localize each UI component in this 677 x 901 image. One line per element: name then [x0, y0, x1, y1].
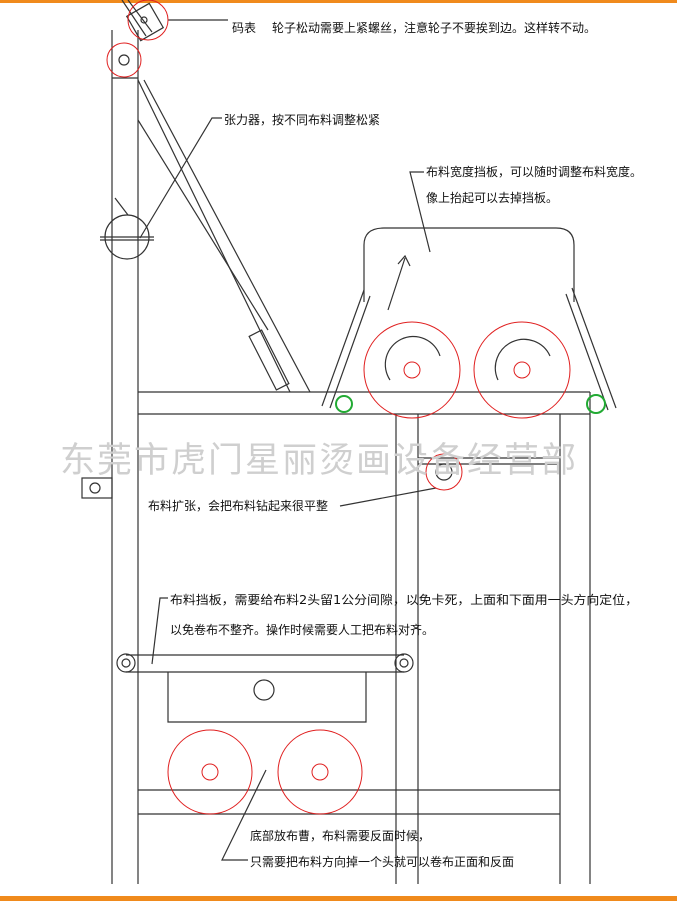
width-guide-arm-left-2 — [329, 295, 371, 409]
tray-roller-right-inner — [399, 658, 409, 668]
width-guide-arm-left — [321, 289, 365, 407]
watermark: 东莞市虎门星丽烫画设备经营部 — [60, 441, 578, 481]
width-guide-plate — [363, 227, 575, 302]
note-spreader: 布料扩张，会把布料钻起来很平整 — [148, 498, 328, 513]
note-baffle-2: 以免卷布不整齐。操作时候需要人工把布料对齐。 — [170, 622, 434, 637]
note-counter: 码表 — [232, 21, 256, 35]
leader-width-guide — [409, 171, 431, 253]
leader-tensioner — [139, 117, 222, 239]
highlight-roller-upper-left-center — [403, 361, 421, 379]
highlight-spreader — [425, 453, 463, 491]
note-bottom-2: 只需要把布料方向掉一个头就可以卷布正面和反面 — [250, 854, 514, 869]
top-accent-bar — [0, 0, 677, 3]
leader-bottom — [221, 769, 267, 861]
tray-roller-left-inner — [121, 658, 131, 668]
note-baffle-1: 布料挡板，需要给布料2头留1公分间隙，以免卡死，上面和下面用一头方向定位， — [170, 592, 638, 607]
idler-ring-left — [335, 395, 353, 413]
upper-roller-arc-left — [384, 335, 441, 381]
note-width-guide-1: 布料宽度挡板，可以随时调整布料宽度。 — [426, 164, 642, 179]
note-tensioner: 张力器，按不同布料调整松紧 — [224, 112, 380, 127]
highlight-roller-bottom-right — [277, 729, 363, 815]
bottom-accent-bar — [0, 896, 677, 901]
brace-cylinder — [248, 329, 290, 391]
tray-box — [167, 672, 367, 723]
side-bracket-hole — [89, 482, 101, 494]
note-counter-detail: 轮子松动需要上紧螺丝，注意轮子不要挨到边。这样转不动。 — [272, 20, 596, 35]
note-width-guide-2: 像上抬起可以去掉挡板。 — [426, 191, 558, 205]
counter-box — [125, 2, 165, 42]
width-guide-arm-right — [571, 287, 617, 409]
counter-arm-2 — [127, 0, 153, 33]
diagonal-brace-2 — [143, 79, 311, 393]
counter-knob — [140, 16, 148, 24]
side-bracket — [81, 477, 113, 499]
lift-arrow-shaft — [387, 257, 406, 311]
leader-spreader — [339, 487, 437, 507]
highlight-counter — [127, 0, 169, 41]
tensioner-lever — [114, 197, 129, 216]
highlight-roller-bottom-right-center — [311, 763, 329, 781]
note-bottom-1: 底部放布曹，布料需要反面时候， — [250, 828, 430, 843]
highlight-roller-bottom-left — [167, 729, 253, 815]
idler-ring-right — [586, 394, 606, 414]
diagonal-brace-1 — [137, 79, 291, 393]
tray-roller-left — [116, 653, 136, 673]
diagonal-brace-3 — [137, 119, 269, 331]
highlight-roller-upper-left — [363, 321, 461, 419]
tray-knob — [253, 679, 275, 701]
top-pulley — [118, 54, 130, 66]
lift-arrow-head — [397, 254, 411, 267]
width-guide-arm-right-2 — [565, 293, 609, 411]
highlight-roller-bottom-left-center — [201, 763, 219, 781]
spreader-roller — [435, 463, 453, 481]
leader-baffle — [151, 597, 168, 665]
upper-roller-arc-right — [494, 338, 551, 381]
highlight-top-pulley — [106, 42, 142, 78]
highlight-roller-upper-right — [473, 321, 571, 419]
highlight-roller-upper-right-center — [513, 361, 531, 379]
counter-arm — [121, 0, 147, 37]
tray-roller-right — [394, 653, 414, 673]
